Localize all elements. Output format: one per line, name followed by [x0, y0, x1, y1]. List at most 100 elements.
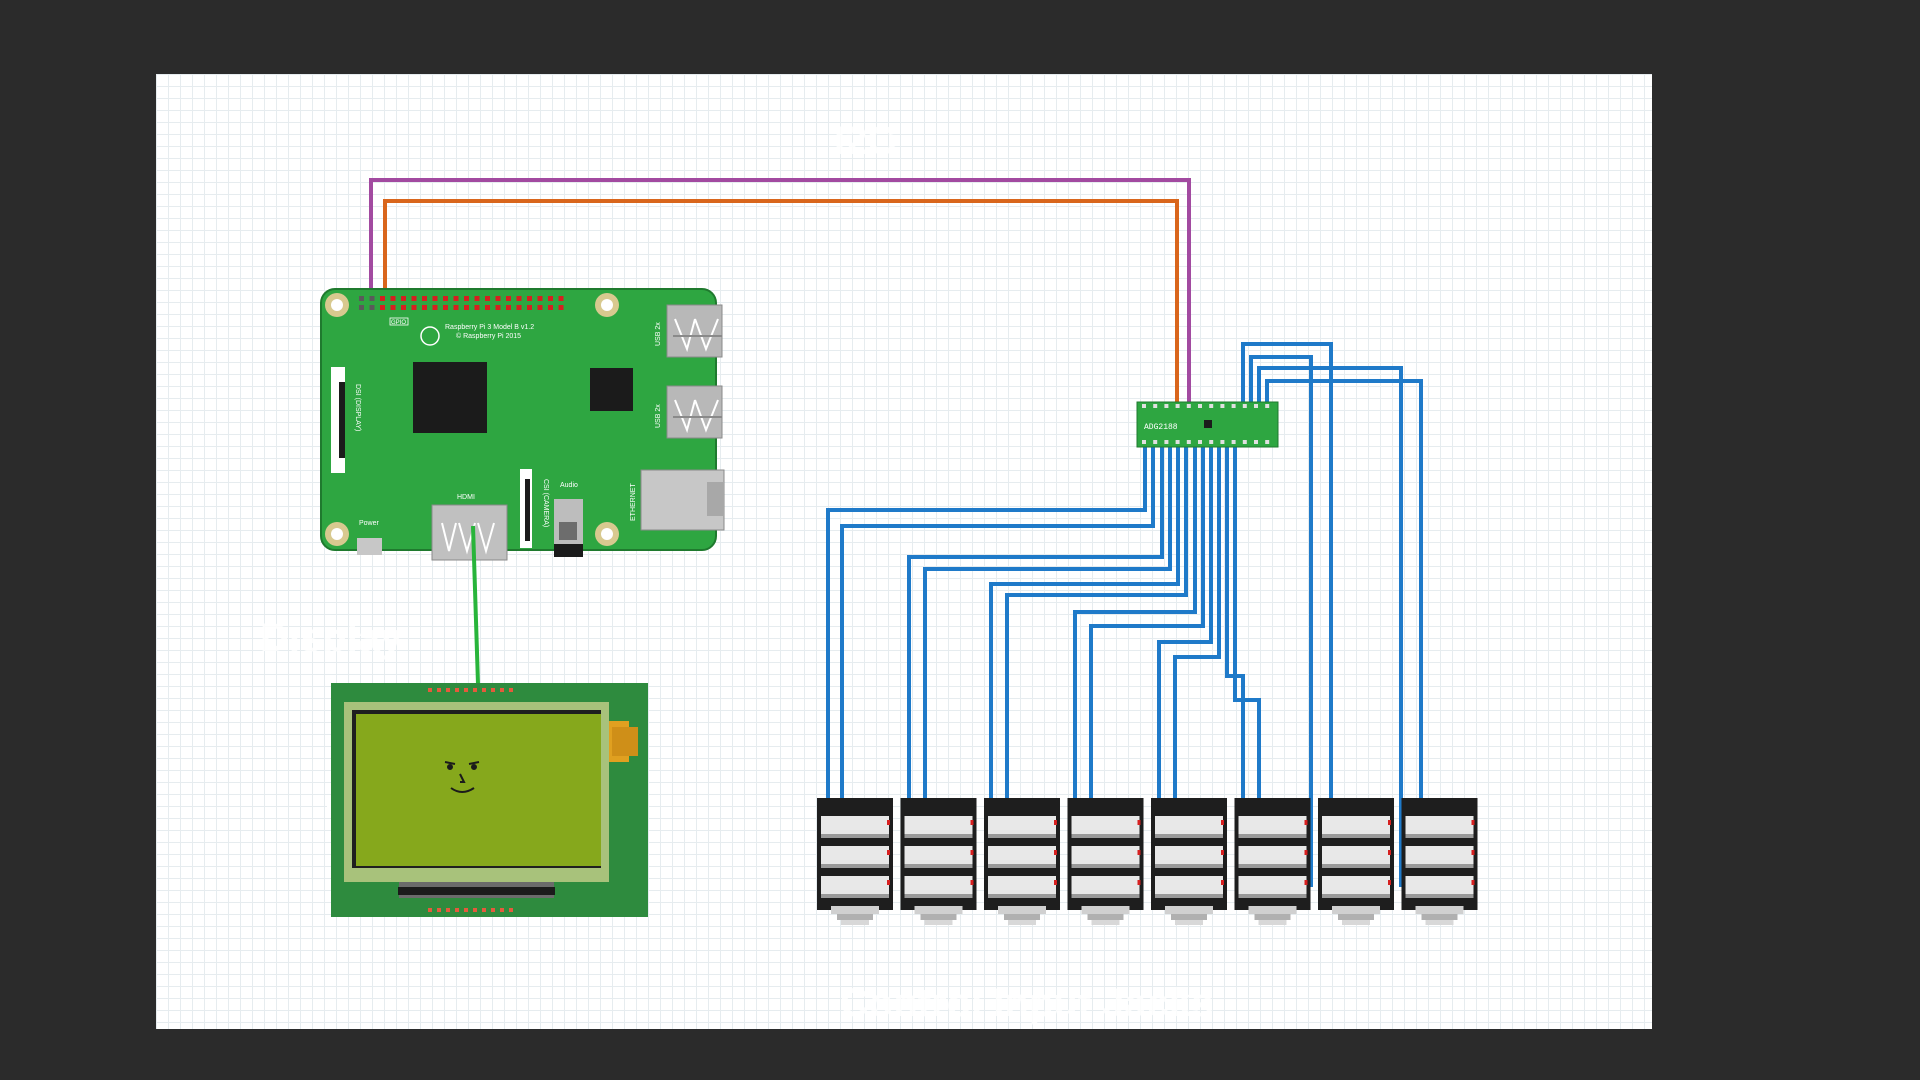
gpio-pin[interactable] — [464, 305, 469, 310]
mux-pin[interactable] — [1209, 440, 1214, 444]
gpio-pin[interactable] — [401, 296, 406, 301]
gpio-pin[interactable] — [548, 296, 553, 301]
gpio-pin[interactable] — [380, 305, 385, 310]
gpio-pin[interactable] — [401, 305, 406, 310]
mux-pin[interactable] — [1142, 440, 1146, 444]
audio-input-jack[interactable] — [817, 798, 893, 925]
gpio-pin[interactable] — [537, 296, 543, 301]
mux-pin[interactable] — [1198, 404, 1202, 408]
gpio-pin[interactable] — [516, 296, 522, 301]
gpio-pin[interactable] — [527, 296, 532, 301]
mux-pin[interactable] — [1209, 404, 1214, 408]
mux-pin[interactable] — [1242, 440, 1247, 444]
audio-input-jack[interactable] — [1234, 798, 1311, 925]
gpio-pin[interactable] — [411, 305, 417, 310]
mux-pin[interactable] — [1164, 404, 1169, 408]
control-wire[interactable] — [1073, 446, 1197, 887]
audio-input-jack[interactable] — [900, 798, 977, 925]
gpio-pin[interactable] — [548, 305, 553, 310]
mux-pin[interactable] — [1153, 440, 1158, 444]
usb-port[interactable] — [666, 304, 723, 358]
mux-pin[interactable] — [1265, 440, 1270, 444]
mux-pin[interactable] — [1220, 404, 1225, 408]
gpio-pin[interactable] — [432, 296, 438, 301]
gpio-pin[interactable] — [390, 296, 396, 301]
gpio-pin[interactable] — [485, 305, 490, 310]
mux-pin[interactable] — [1175, 440, 1180, 444]
gpio-pin[interactable] — [495, 305, 501, 310]
control-wire[interactable] — [1249, 355, 1313, 887]
gpio-pin[interactable] — [390, 305, 396, 310]
gpio-pin[interactable] — [453, 305, 459, 310]
usb-port[interactable] — [666, 385, 723, 439]
control-wire[interactable] — [1257, 366, 1403, 887]
audio-input-jack[interactable] — [1151, 798, 1227, 925]
gpio-pin[interactable] — [422, 296, 427, 301]
gpio-pin[interactable] — [474, 305, 480, 310]
control-wire[interactable] — [1173, 446, 1221, 887]
gpio-pin[interactable] — [464, 296, 469, 301]
mux-pin[interactable] — [1265, 404, 1270, 408]
control-wire[interactable] — [1265, 379, 1423, 887]
gpio-pin[interactable] — [474, 296, 480, 301]
control-wire[interactable] — [840, 446, 1155, 887]
i2c-sda-wire[interactable] — [369, 178, 1191, 406]
gpio-pin[interactable] — [516, 305, 522, 310]
gpio-pin[interactable] — [432, 305, 438, 310]
gpio-pin[interactable] — [422, 305, 427, 310]
display-module[interactable] — [327, 683, 648, 917]
jacks-caption: Control Input Jacks — [840, 981, 1213, 1025]
control-wire[interactable] — [989, 446, 1180, 887]
mux-pin[interactable] — [1220, 440, 1225, 444]
gpio-pin[interactable] — [453, 296, 459, 301]
hdmi-display-wire[interactable] — [471, 525, 480, 685]
power-port[interactable] — [357, 538, 382, 555]
gpio-pin[interactable] — [443, 296, 448, 301]
gpio-pin[interactable] — [359, 296, 364, 301]
control-wire[interactable] — [1233, 446, 1261, 887]
mux-pin[interactable] — [1164, 440, 1169, 444]
gpio-pin[interactable] — [537, 305, 543, 310]
audio-input-jack[interactable] — [1318, 798, 1394, 925]
mux-pin[interactable] — [1231, 404, 1236, 408]
mux-pin[interactable] — [1153, 404, 1158, 408]
gpio-pin[interactable] — [485, 296, 490, 301]
mux-pin[interactable] — [1142, 404, 1146, 408]
gpio-pin[interactable] — [506, 305, 511, 310]
gpio-pin[interactable] — [558, 305, 564, 310]
mux-pin[interactable] — [1254, 440, 1258, 444]
i2c-scl-wire[interactable] — [383, 199, 1179, 406]
gpio-pin[interactable] — [506, 296, 511, 301]
control-wire[interactable] — [826, 446, 1147, 887]
gpio-pin[interactable] — [369, 305, 375, 310]
mux-pin[interactable] — [1186, 440, 1191, 444]
gpio-header[interactable] — [359, 296, 564, 310]
control-wire[interactable] — [1005, 446, 1188, 887]
gpio-pin[interactable] — [443, 305, 448, 310]
mux-pin[interactable] — [1186, 404, 1191, 408]
gpio-pin[interactable] — [495, 296, 501, 301]
gpio-pin[interactable] — [558, 296, 564, 301]
mux-pin[interactable] — [1254, 404, 1258, 408]
control-wire[interactable] — [1241, 342, 1333, 887]
control-wire[interactable] — [923, 446, 1172, 887]
mux-pin[interactable] — [1242, 404, 1247, 408]
gpio-pin[interactable] — [380, 296, 385, 301]
audio-input-jack[interactable] — [1401, 798, 1478, 925]
gpio-pin[interactable] — [359, 305, 364, 310]
audio-input-jack[interactable] — [1067, 798, 1144, 925]
control-wire[interactable] — [907, 446, 1164, 887]
gpio-pin[interactable] — [527, 305, 532, 310]
gpio-pin[interactable] — [369, 296, 375, 301]
mux-chip[interactable]: ADG2188 — [1136, 401, 1279, 448]
control-wire[interactable] — [1157, 446, 1213, 887]
raspberry-pi-board[interactable]: GPIO Raspberry Pi 3 Model B v1.2 © Raspb… — [320, 288, 725, 561]
mux-pin[interactable] — [1198, 440, 1202, 444]
control-wire[interactable] — [1089, 446, 1205, 887]
mux-pin[interactable] — [1231, 440, 1236, 444]
control-wires[interactable] — [826, 342, 1423, 887]
audio-input-jack[interactable] — [984, 798, 1060, 925]
hdmi-port[interactable] — [431, 504, 508, 561]
mux-pin[interactable] — [1175, 404, 1180, 408]
gpio-pin[interactable] — [411, 296, 417, 301]
